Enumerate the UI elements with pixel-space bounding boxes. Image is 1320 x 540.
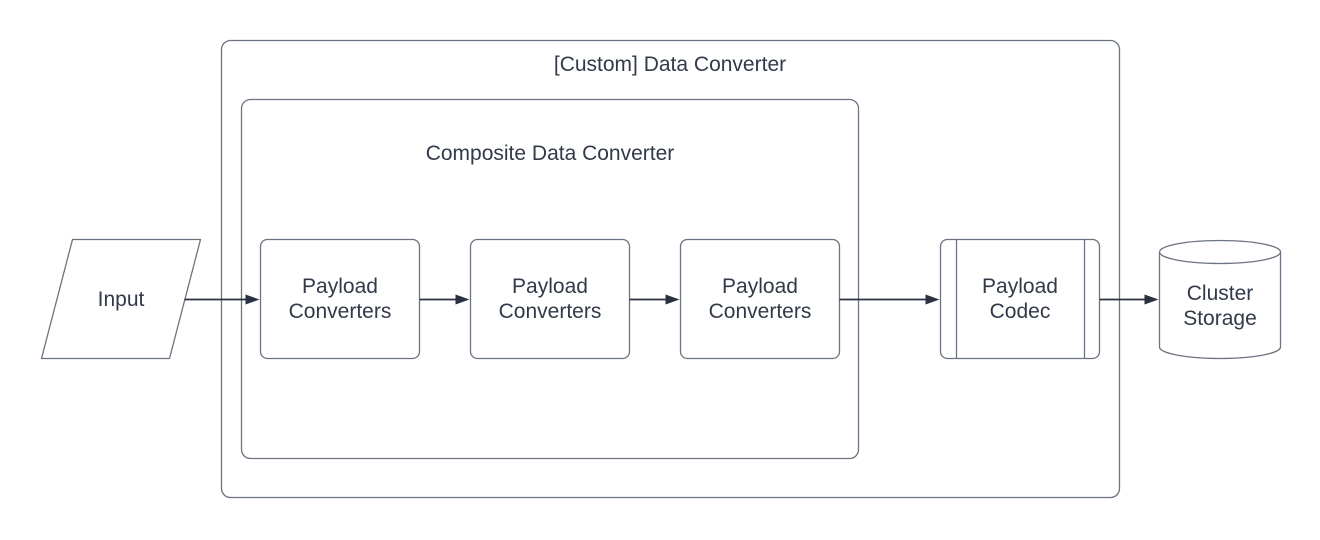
arrow-converter1-to-converter2	[419, 294, 470, 305]
payload-codec-label: Payload Codec	[982, 275, 1058, 323]
cluster-storage-body	[1158, 252, 1282, 360]
composite-data-converter-group-title: Composite Data Converter	[425, 142, 675, 165]
payload-converters-1-label: Payload Converters	[288, 275, 392, 323]
cluster-storage-top	[1158, 239, 1282, 265]
arrow-converter3-to-codec	[839, 294, 940, 305]
custom-data-converter-group-title: [Custom] Data Converter	[553, 53, 787, 76]
arrow-input-to-converter1	[184, 294, 260, 305]
payload-converters-2-label: Payload Converters	[498, 275, 602, 323]
cluster-storage-label: Cluster Storage	[1183, 282, 1257, 330]
payload-codec-shape	[939, 238, 1101, 360]
arrow-codec-to-storage	[1099, 294, 1159, 305]
input-label: Input	[97, 287, 145, 311]
payload-converters-3-label: Payload Converters	[708, 275, 812, 323]
arrow-converter2-to-converter3	[629, 294, 680, 305]
cluster-storage-shape	[1158, 239, 1282, 360]
input-shape	[40, 238, 202, 360]
